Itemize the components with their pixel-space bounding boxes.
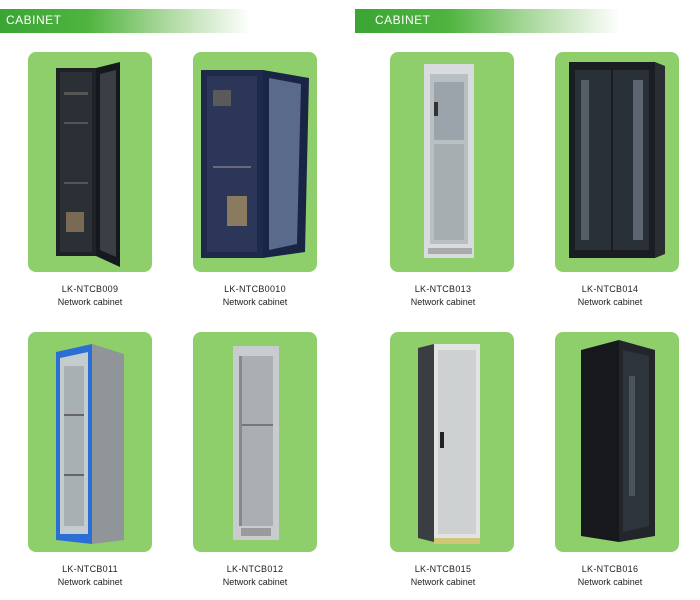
product-code: LK-NTCB0010 xyxy=(224,284,286,294)
product-caption: LK-NTCB011 Network cabinet xyxy=(10,563,170,589)
cabinet-image xyxy=(569,62,665,258)
section-title: CABINET xyxy=(6,13,62,27)
product-label: Network cabinet xyxy=(410,297,476,307)
product-card-ntcb0010[interactable] xyxy=(193,52,317,272)
product-label: Network cabinet xyxy=(577,577,643,587)
product-label: Network cabinet xyxy=(410,577,476,587)
section-header-right: CABINET xyxy=(355,9,620,33)
product-card-ntcb011[interactable] xyxy=(28,332,152,552)
cabinet-image xyxy=(233,346,279,540)
cabinet-image xyxy=(581,340,655,542)
product-caption: LK-NTCB014 Network cabinet xyxy=(530,283,690,309)
section-header-left: CABINET xyxy=(0,9,250,33)
product-card-ntcb012[interactable] xyxy=(193,332,317,552)
product-caption: LK-NTCB009 Network cabinet xyxy=(10,283,170,309)
cabinet-image xyxy=(201,70,309,258)
product-label: Network cabinet xyxy=(57,297,123,307)
product-caption: LK-NTCB012 Network cabinet xyxy=(175,563,335,589)
product-code: LK-NTCB016 xyxy=(581,564,639,574)
product-caption: LK-NTCB0010 Network cabinet xyxy=(175,283,335,309)
product-card-ntcb013[interactable] xyxy=(390,52,514,272)
product-code: LK-NTCB013 xyxy=(414,284,472,294)
product-code: LK-NTCB012 xyxy=(226,564,284,574)
product-code: LK-NTCB009 xyxy=(61,284,119,294)
product-code: LK-NTCB015 xyxy=(414,564,472,574)
product-caption: LK-NTCB013 Network cabinet xyxy=(363,283,523,309)
product-label: Network cabinet xyxy=(577,297,643,307)
product-label: Network cabinet xyxy=(222,577,288,587)
cabinet-image xyxy=(56,344,124,544)
cabinet-image xyxy=(418,344,480,544)
product-caption: LK-NTCB015 Network cabinet xyxy=(363,563,523,589)
product-label: Network cabinet xyxy=(57,577,123,587)
cabinet-image xyxy=(424,64,474,258)
section-title: CABINET xyxy=(375,13,431,27)
product-card-ntcb016[interactable] xyxy=(555,332,679,552)
product-code: LK-NTCB014 xyxy=(581,284,639,294)
product-label: Network cabinet xyxy=(222,297,288,307)
product-code: LK-NTCB011 xyxy=(62,564,118,574)
product-card-ntcb009[interactable] xyxy=(28,52,152,272)
product-card-ntcb014[interactable] xyxy=(555,52,679,272)
cabinet-image xyxy=(56,62,120,267)
product-card-ntcb015[interactable] xyxy=(390,332,514,552)
product-caption: LK-NTCB016 Network cabinet xyxy=(530,563,690,589)
